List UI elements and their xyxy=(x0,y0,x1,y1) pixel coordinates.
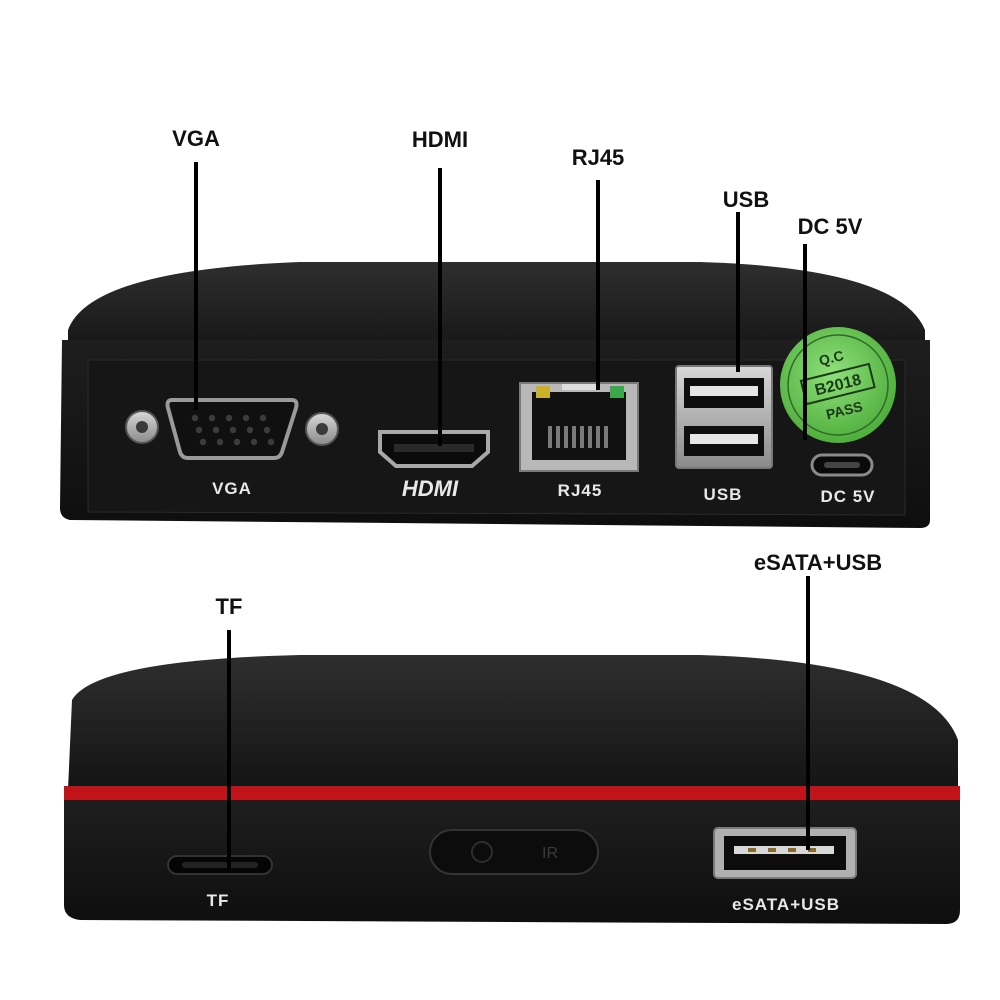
callout-rj45: RJ45 xyxy=(572,145,625,170)
usb-ports xyxy=(675,365,773,469)
qc-sticker-line1: Q.C xyxy=(817,347,845,369)
callout-esata-usb: eSATA+USB xyxy=(754,550,882,575)
dc-power-port xyxy=(810,453,874,477)
link-led-yellow xyxy=(536,386,550,398)
tf-card-slot xyxy=(167,855,273,875)
rj45-port-label: RJ45 xyxy=(558,481,603,500)
vga-port-label: VGA xyxy=(212,479,252,498)
tf-port-label: TF xyxy=(207,891,230,910)
link-led-green xyxy=(610,386,624,398)
esata-usb-port xyxy=(713,827,857,879)
front-device xyxy=(64,655,960,924)
qc-sticker: Q.C B2018 PASS xyxy=(780,327,896,443)
usb-port-label: USB xyxy=(704,485,743,504)
callout-dc5v: DC 5V xyxy=(798,214,863,239)
ir-label: IR xyxy=(542,845,558,862)
callout-tf: TF xyxy=(216,594,243,619)
dc-port-label: DC 5V xyxy=(820,487,875,506)
vga-port xyxy=(125,398,339,460)
callout-usb: USB xyxy=(723,187,769,212)
callout-hdmi: HDMI xyxy=(412,127,468,152)
esata-port-label: eSATA+USB xyxy=(732,895,840,914)
hdmi-logo: HDMI xyxy=(402,476,459,501)
red-accent-stripe xyxy=(64,786,960,802)
power-icon xyxy=(471,841,493,863)
rj45-port xyxy=(519,382,639,472)
hdmi-port xyxy=(378,430,490,468)
rear-callout-lines xyxy=(194,162,807,446)
front-callout-lines xyxy=(227,576,810,872)
callout-vga: VGA xyxy=(172,126,220,151)
ir-window: IR xyxy=(429,829,599,875)
